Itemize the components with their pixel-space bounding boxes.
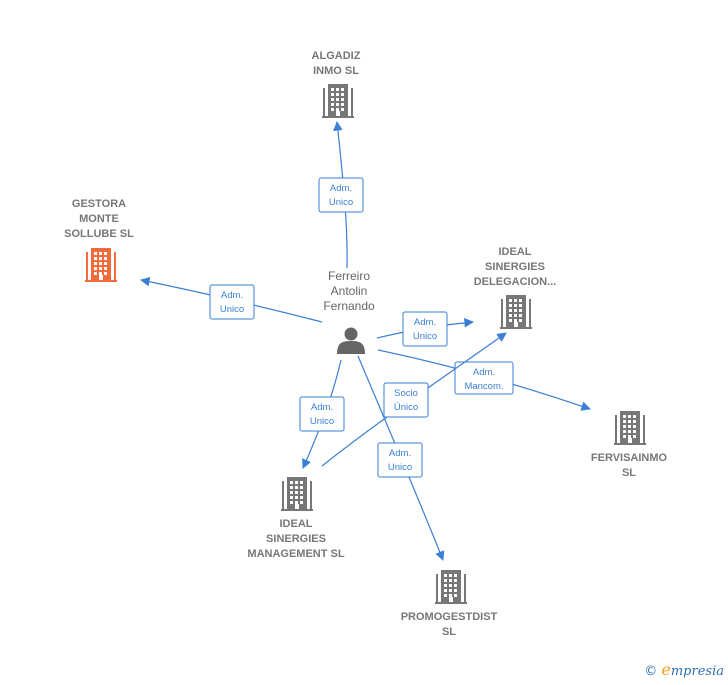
company-node-gestora[interactable]: GESTORA MONTE SOLLUBE SL (64, 198, 134, 282)
edge-label-line: Unico (388, 462, 412, 473)
edge-gestora: Adm. Unico (140, 277, 323, 323)
edge-label-line: Unico (329, 197, 353, 208)
copyright-symbol: © (644, 664, 658, 679)
edge-label-box[interactable]: Adm. Unico (377, 442, 423, 478)
edge-label-line: Unico (310, 416, 334, 427)
company-name-line: PROMOGESTDIST (401, 611, 498, 623)
edge-label-box[interactable]: Adm. Unico (402, 311, 448, 347)
company-name-line: SL (442, 626, 456, 638)
company-name-line: DELEGACION... (474, 276, 557, 288)
brand-initial: e (661, 660, 671, 679)
edges-layer: Adm.UnicoAdm.UnicoAdm.UnicoAdm.Mancom.Ad… (140, 121, 591, 561)
company-name-line: MONTE (79, 213, 119, 225)
company-name-line: ALGADIZ (312, 50, 361, 62)
person-name-line: Ferreiro (328, 269, 370, 283)
edge-label-line: Adm. (414, 317, 436, 328)
edge-label-box[interactable]: Adm. Mancom. (454, 361, 514, 395)
person-icon (337, 327, 365, 354)
edge-label-box[interactable]: Adm. Unico (318, 177, 364, 213)
company-node-ideal-management[interactable]: IDEAL SINERGIES MANAGEMENT SL (247, 477, 345, 560)
building-icon (85, 248, 117, 282)
edge-promogestdist: Adm. Unico (357, 355, 445, 561)
company-name-line: SINERGIES (266, 533, 326, 545)
edge-label-line: Adm. (311, 402, 333, 413)
nodes-layer: ALGADIZ INMO SL GESTORA MONTE SOLLUBE SL IDEA… (64, 50, 667, 638)
edge-label-line: Socio (394, 388, 418, 399)
empresia-brand[interactable]: © empresia (644, 660, 724, 679)
company-name-line: SINERGIES (485, 261, 545, 273)
edge-label-line: Adm. (473, 367, 495, 378)
edge-label-box[interactable]: Adm. Unico (299, 396, 345, 432)
company-name-line: INMO SL (313, 65, 359, 77)
building-icon (500, 295, 532, 329)
edge-management: Adm. Unico (299, 359, 345, 469)
company-name-line: IDEAL (499, 246, 532, 258)
edge-label-line: Adm. (389, 448, 411, 459)
company-name-line: GESTORA (72, 198, 126, 210)
person-name-line: Fernando (323, 299, 375, 313)
company-name-line: IDEAL (280, 518, 313, 530)
edge-label-line: Adm. (221, 290, 243, 301)
building-icon (281, 477, 313, 511)
building-icon (435, 570, 467, 604)
company-name-line: FERVISAINMO (591, 452, 668, 464)
company-name-line: SL (622, 467, 636, 479)
brand-name: mpresia (670, 664, 724, 679)
edge-algadiz: Adm. Unico (318, 121, 364, 269)
company-node-fervisainmo[interactable]: FERVISAINMO SL (591, 411, 668, 479)
edge-label-box[interactable]: Adm. Unico (209, 284, 255, 320)
building-icon (322, 84, 354, 118)
edge-label-line: Adm. (330, 183, 352, 194)
edge-fervisainmo: Adm. Mancom. (377, 349, 591, 411)
company-name-line: MANAGEMENT SL (247, 548, 344, 560)
edge-label-line: Mancom. (464, 381, 503, 392)
company-node-promogestdist[interactable]: PROMOGESTDIST SL (401, 570, 498, 638)
company-node-ideal-delegacion[interactable]: IDEAL SINERGIES DELEGACION... (474, 246, 557, 329)
edge-label-line: Unico (220, 304, 244, 315)
edge-label-line: Unico (413, 331, 437, 342)
building-icon (614, 411, 646, 445)
person-name-line: Antolin (331, 284, 368, 298)
edge-label-line: Único (394, 402, 418, 413)
edge-delegacion: Adm. Unico (376, 311, 474, 347)
company-name-line: SOLLUBE SL (64, 228, 134, 240)
company-node-algadiz[interactable]: ALGADIZ INMO SL (312, 50, 361, 118)
